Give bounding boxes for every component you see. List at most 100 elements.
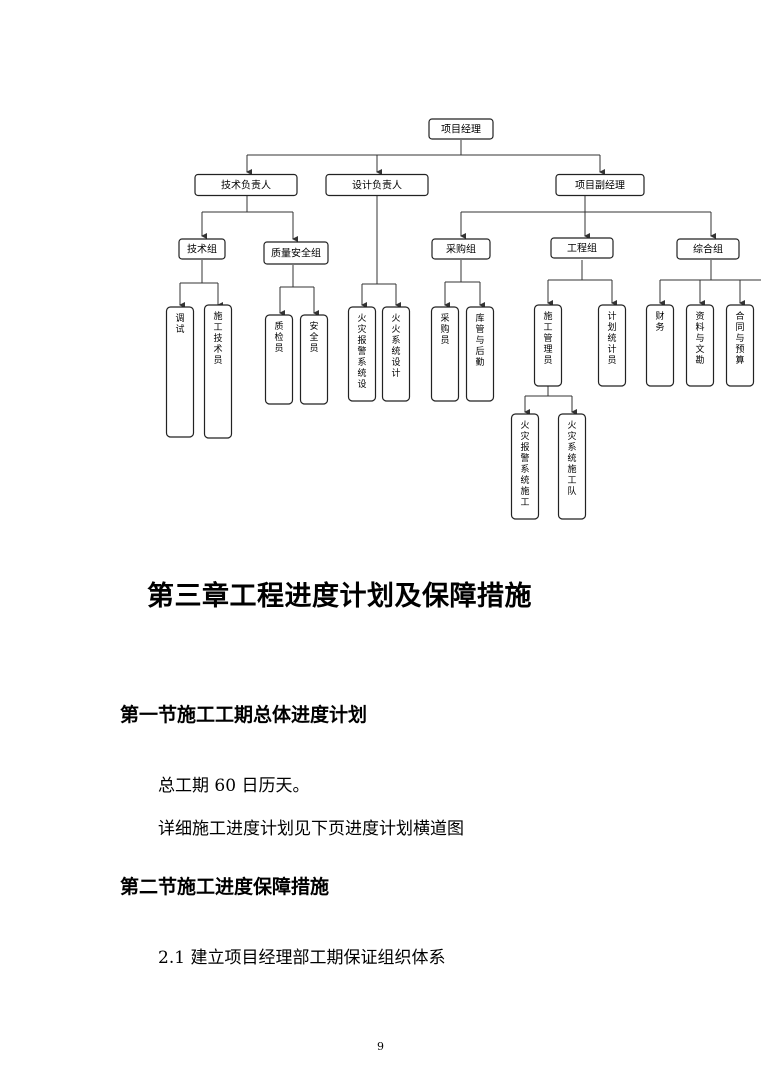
svg-text:技术组: 技术组 bbox=[187, 243, 217, 256]
svg-text:火: 火 bbox=[391, 324, 400, 335]
svg-text:检: 检 bbox=[274, 331, 283, 343]
svg-text:员: 员 bbox=[274, 343, 283, 354]
svg-text:施: 施 bbox=[213, 310, 222, 322]
svg-text:算: 算 bbox=[735, 354, 744, 366]
svg-text:设: 设 bbox=[357, 379, 366, 390]
page-number: 9 bbox=[377, 1040, 384, 1053]
svg-text:施: 施 bbox=[567, 463, 576, 475]
svg-text:统: 统 bbox=[357, 367, 366, 379]
section-1-paragraph-2: 详细施工进度计划见下页进度计划横道图 bbox=[158, 819, 464, 839]
svg-text:员: 员 bbox=[213, 355, 222, 366]
section-1-title: 第一节施工工期总体进度计划 bbox=[120, 704, 368, 726]
org-node-level1: 技术负责人 bbox=[194, 173, 298, 197]
svg-text:火: 火 bbox=[391, 313, 400, 324]
svg-text:设计负责人: 设计负责人 bbox=[352, 179, 402, 192]
svg-text:术: 术 bbox=[213, 343, 222, 355]
svg-text:队: 队 bbox=[567, 485, 576, 497]
svg-text:后: 后 bbox=[475, 346, 484, 357]
org-node-group: 质量安全组 bbox=[263, 241, 329, 265]
svg-text:技: 技 bbox=[213, 332, 222, 344]
org-node-group: 综合组 bbox=[676, 238, 740, 260]
svg-text:理: 理 bbox=[543, 344, 552, 355]
svg-text:统: 统 bbox=[520, 474, 529, 486]
svg-text:安: 安 bbox=[309, 320, 318, 332]
svg-text:灾: 灾 bbox=[567, 430, 576, 442]
svg-text:计: 计 bbox=[391, 367, 400, 379]
svg-text:系: 系 bbox=[567, 442, 576, 453]
svg-text:火: 火 bbox=[567, 420, 576, 431]
svg-text:采购组: 采购组 bbox=[446, 243, 476, 256]
svg-text:勤: 勤 bbox=[475, 356, 484, 368]
svg-text:员: 员 bbox=[309, 343, 318, 354]
svg-text:施: 施 bbox=[520, 485, 529, 497]
svg-text:工: 工 bbox=[543, 323, 552, 333]
org-node-leaf: 调试 bbox=[165, 306, 195, 438]
svg-text:系: 系 bbox=[357, 357, 366, 368]
svg-text:统: 统 bbox=[391, 345, 400, 357]
org-node-group: 技术组 bbox=[178, 238, 226, 260]
svg-text:试: 试 bbox=[175, 323, 184, 335]
org-node-group: 工程组 bbox=[550, 237, 614, 259]
svg-text:系: 系 bbox=[520, 464, 529, 475]
svg-text:同: 同 bbox=[735, 322, 744, 333]
svg-text:统: 统 bbox=[567, 452, 576, 464]
svg-text:划: 划 bbox=[607, 321, 616, 333]
svg-text:警: 警 bbox=[357, 345, 366, 357]
org-node-leaf: 财务 bbox=[645, 304, 675, 387]
svg-text:设: 设 bbox=[391, 357, 400, 368]
svg-text:合: 合 bbox=[735, 310, 744, 322]
svg-text:库: 库 bbox=[475, 312, 484, 324]
svg-text:报: 报 bbox=[520, 441, 529, 453]
svg-text:与: 与 bbox=[695, 333, 704, 344]
svg-text:计: 计 bbox=[607, 310, 616, 322]
svg-text:与: 与 bbox=[475, 335, 484, 346]
svg-text:购: 购 bbox=[440, 323, 449, 335]
svg-text:料: 料 bbox=[695, 321, 704, 333]
svg-text:技术负责人: 技术负责人 bbox=[221, 179, 271, 192]
svg-text:工程组: 工程组 bbox=[567, 242, 597, 255]
org-chart: 项目经理技术负责人设计负责人项目副经理技术组质量安全组采购组工程组综合组调试施工… bbox=[165, 118, 761, 520]
svg-text:项目副经理: 项目副经理 bbox=[575, 179, 625, 192]
svg-text:项目经理: 项目经理 bbox=[441, 123, 481, 136]
svg-text:全: 全 bbox=[309, 331, 318, 343]
svg-text:计: 计 bbox=[607, 343, 616, 355]
svg-text:系: 系 bbox=[391, 335, 400, 346]
svg-text:文: 文 bbox=[695, 343, 704, 355]
org-node-root: 项目经理 bbox=[428, 118, 494, 140]
org-node-leaf: 质检员 bbox=[264, 314, 294, 405]
svg-text:勘: 勘 bbox=[695, 355, 704, 366]
section-1-paragraph-1: 总工期 60 日历天。 bbox=[158, 776, 310, 796]
svg-text:统: 统 bbox=[607, 332, 616, 344]
svg-text:管: 管 bbox=[543, 332, 552, 344]
svg-text:质: 质 bbox=[274, 320, 283, 332]
chapter-title: 第三章工程进度计划及保障措施 bbox=[147, 581, 532, 612]
svg-text:员: 员 bbox=[607, 355, 616, 366]
svg-text:灾: 灾 bbox=[357, 323, 366, 335]
section-2-title: 第二节施工进度保障措施 bbox=[120, 876, 330, 898]
svg-text:灾: 灾 bbox=[520, 430, 529, 442]
svg-text:质量安全组: 质量安全组 bbox=[271, 247, 321, 260]
org-node-level1: 项目副经理 bbox=[555, 173, 645, 197]
svg-text:管: 管 bbox=[475, 323, 484, 335]
svg-text:员: 员 bbox=[440, 335, 449, 346]
svg-text:工: 工 bbox=[213, 323, 222, 333]
svg-text:工: 工 bbox=[520, 498, 529, 508]
svg-text:务: 务 bbox=[655, 321, 664, 333]
org-node-level1: 设计负责人 bbox=[325, 173, 429, 197]
org-node-leaf: 安全员 bbox=[299, 314, 329, 405]
svg-text:资: 资 bbox=[695, 311, 704, 322]
svg-text:财: 财 bbox=[655, 310, 664, 322]
svg-text:调: 调 bbox=[175, 313, 184, 324]
svg-text:与: 与 bbox=[735, 333, 744, 344]
svg-text:预: 预 bbox=[735, 344, 744, 355]
